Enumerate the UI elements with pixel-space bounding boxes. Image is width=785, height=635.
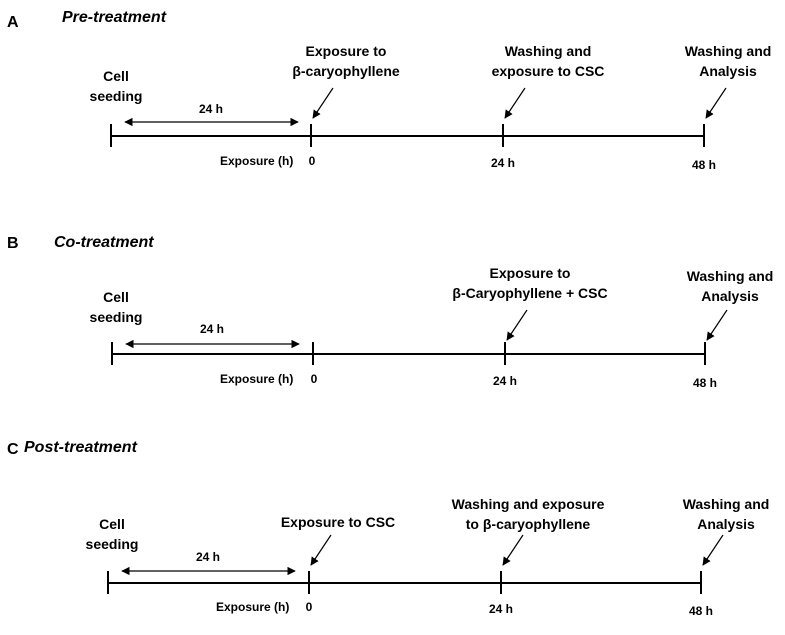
panel-c-event-1-line1: Exposure to CSC xyxy=(280,514,396,530)
panel-b-pointer-arrow-1 xyxy=(506,309,528,341)
panel-b-event-2-line2: Analysis xyxy=(701,288,759,304)
panel-b-event-1-line2: β-Caryophyllene + CSC xyxy=(452,285,608,301)
panel-a-title: Pre-treatment xyxy=(62,9,167,26)
panel-a-pointer-arrow-1 xyxy=(312,87,334,119)
panel-a-event-2-line2: exposure to CSC xyxy=(491,63,605,79)
panel-c-exposure-axis-label: Exposure (h) xyxy=(216,600,290,614)
panel-a-tick-label-48: 48 h xyxy=(691,158,717,172)
panel-b-tick-label-24: 24 h xyxy=(492,374,518,388)
panel-c-event-3-line2: Analysis xyxy=(697,516,755,532)
panel-a-cell-line1: Cell xyxy=(103,68,129,84)
panel-a-exposure-axis-label: Exposure (h) xyxy=(220,154,294,168)
panel-a-event-2-line1: Washing and xyxy=(504,43,592,59)
panel-b-cell-line1: Cell xyxy=(103,289,129,305)
panel-c-duration: 24 h xyxy=(195,550,221,564)
panel-c-event-3: Washing and Analysis xyxy=(683,494,770,534)
panel-c-cell-line1: Cell xyxy=(99,516,125,532)
panel-b-letter: B xyxy=(7,235,19,252)
panel-c-event-2: Washing and exposure to β-caryophyllene xyxy=(452,494,605,534)
panel-b-event-2: Washing and Analysis xyxy=(687,266,774,306)
panel-a-event-3-line2: Analysis xyxy=(699,63,757,79)
panel-b-pointer-arrow-2 xyxy=(706,309,728,341)
panel-a-event-2: Washing and exposure to CSC xyxy=(492,41,605,81)
panel-a-letter: A xyxy=(7,14,19,31)
panel-c-letter: C xyxy=(7,441,19,458)
panel-c-pointer-arrow-2 xyxy=(502,534,524,566)
panel-c-pointer-arrow-1 xyxy=(310,534,332,566)
panel-c-tick-label-0: 0 xyxy=(305,600,313,614)
panel-b-cell-seeding: Cell seeding xyxy=(90,287,143,327)
panel-a-event-3: Washing and Analysis xyxy=(685,41,772,81)
panel-b-tick-label-0: 0 xyxy=(310,372,318,386)
panel-b-tick-label-48: 48 h xyxy=(692,376,718,390)
panel-c-event-3-line1: Washing and xyxy=(682,496,770,512)
panel-c-tick-label-24: 24 h xyxy=(488,602,514,616)
panel-a-pointer-arrow-3 xyxy=(705,87,727,119)
panel-b-exposure-axis-label: Exposure (h) xyxy=(220,372,294,386)
panel-a-cell-seeding: Cell seeding xyxy=(90,66,143,106)
panel-a-event-3-line1: Washing and xyxy=(684,43,772,59)
panel-a-pointer-arrow-2 xyxy=(504,87,526,119)
panel-c-cell-line2: seeding xyxy=(85,536,139,552)
panel-c-pointer-arrow-3 xyxy=(702,534,724,566)
panel-b-event-2-line1: Washing and xyxy=(686,268,774,284)
panel-c-tick-label-48: 48 h xyxy=(688,604,714,618)
panel-a-graphics xyxy=(110,87,727,147)
panel-c-title: Post-treatment xyxy=(24,439,137,456)
panel-b-title: Co-treatment xyxy=(54,234,154,251)
panel-a-event-1: Exposure to β-caryophyllene xyxy=(292,41,399,81)
panel-a-event-1-line1: Exposure to xyxy=(305,43,387,59)
panel-b-graphics xyxy=(111,309,728,365)
panel-a-cell-line2: seeding xyxy=(89,88,143,104)
panel-c-cell-seeding: Cell seeding xyxy=(86,514,139,554)
panel-b-event-1: Exposure to β-Caryophyllene + CSC xyxy=(452,263,607,303)
panel-b-duration: 24 h xyxy=(199,322,225,336)
panel-a-tick-label-24: 24 h xyxy=(490,156,516,170)
panel-b-cell-line2: seeding xyxy=(89,309,143,325)
panel-c-event-1: Exposure to CSC xyxy=(281,512,395,532)
panel-a-event-1-line2: β-caryophyllene xyxy=(292,63,400,79)
panel-c-graphics xyxy=(107,534,724,594)
panel-a-duration: 24 h xyxy=(198,102,224,116)
panel-c-event-2-line2: to β-caryophyllene xyxy=(465,516,591,532)
panel-c-event-2-line1: Washing and exposure xyxy=(451,496,605,512)
panel-b-event-1-line1: Exposure to xyxy=(489,265,571,281)
panel-a-tick-label-0: 0 xyxy=(308,154,316,168)
